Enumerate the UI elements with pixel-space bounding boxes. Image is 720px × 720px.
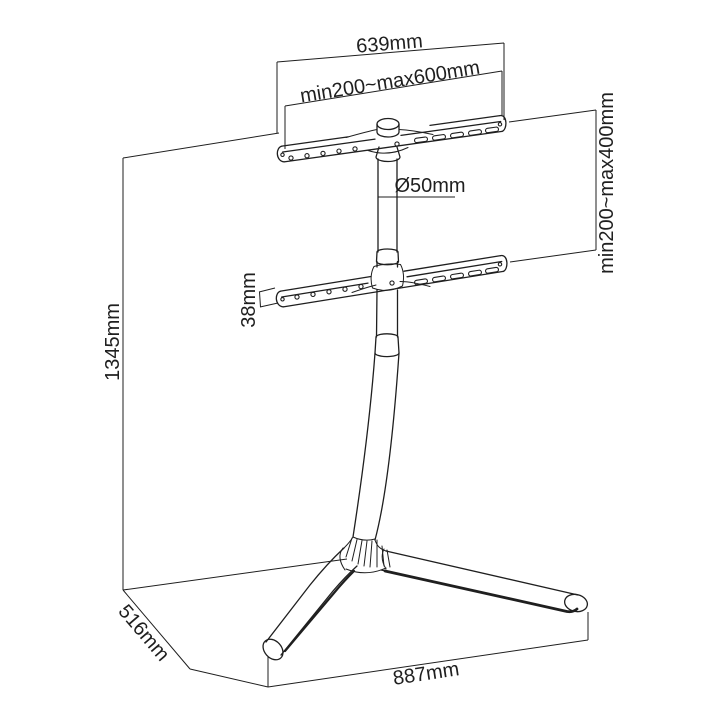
front-left-leg-tip-cap — [262, 638, 284, 661]
top-bracket-hole — [352, 146, 358, 152]
vesa-height-range-label: min200~max400mm — [596, 92, 618, 274]
top-bracket-slot — [484, 126, 500, 134]
dim-bracket-thickness-lines — [258, 287, 279, 308]
top-bracket-end-hole — [280, 152, 285, 158]
right-leg-edges — [380, 550, 579, 613]
right-leg — [380, 550, 589, 614]
pole-sleeve-1 — [375, 248, 400, 266]
dimension-annotations — [122, 42, 597, 688]
bracket-thickness-label: 38mm — [238, 272, 260, 328]
top-bracket-end-caps — [276, 114, 507, 163]
floor-projection-line — [122, 558, 348, 591]
overall-height-label: 1345mm — [102, 303, 124, 381]
dim-vesa-width-lines — [284, 70, 503, 149]
under-bracket-collar — [375, 146, 401, 163]
lower-bracket-end-hole — [497, 262, 503, 267]
top-bracket-hole — [320, 150, 326, 157]
front-left-leg — [262, 547, 358, 661]
top-bracket-mount-leaf-curves — [345, 129, 434, 154]
dim-vesa-height-lines — [508, 109, 597, 263]
vesa-width-range-label: min200~max600mm — [299, 57, 482, 108]
lower-bracket-slot — [485, 266, 499, 274]
junction-bottom-arc — [345, 567, 387, 574]
junction-right-leg-seam — [381, 548, 387, 570]
top-bracket-end-hole — [497, 122, 503, 127]
top-bracket-divider-edge — [282, 120, 502, 153]
lower-bracket-mount-leaf-curves — [351, 281, 431, 293]
junction-gusset-ribs — [345, 537, 391, 568]
base-depth-label: 516mm — [114, 601, 174, 666]
lower-vesa-bracket — [275, 254, 508, 308]
front-left-leg-edges — [265, 547, 358, 656]
lower-bracket-hole — [358, 283, 364, 290]
top-bracket-hole — [394, 141, 400, 147]
front-left-leg-shadow-edge — [283, 569, 356, 653]
dim-overall-height-lines — [122, 132, 280, 590]
top-bracket-slot — [413, 136, 429, 144]
pole-diameter-label: Ø50mm — [394, 175, 465, 197]
lower-bracket-top-edge — [280, 254, 502, 292]
pole-top-knob — [375, 117, 401, 163]
base-width-label: 887mm — [392, 658, 461, 690]
lower-bracket-hole — [389, 280, 395, 286]
lower-bracket-slot — [468, 269, 482, 277]
top-bracket-slot — [467, 129, 483, 136]
pole-mid-edges — [375, 289, 399, 338]
lower-bracket-hole — [326, 289, 332, 295]
pole-lower-section — [352, 289, 400, 541]
top-bracket-top-edge — [281, 114, 501, 147]
top-bracket-slot — [449, 131, 465, 139]
pole-sleeve-2 — [374, 333, 400, 358]
top-bracket-hole — [288, 155, 294, 161]
lower-bracket-hole — [310, 291, 316, 298]
knob-sides — [376, 123, 400, 138]
top-bracket-hole — [304, 153, 310, 159]
tv-stand-drawing — [262, 114, 589, 661]
dim-overall-width-lines — [276, 42, 505, 133]
top-vesa-bracket — [276, 114, 507, 163]
junction-pole-seam — [352, 536, 376, 541]
dim-base-depth-lines — [122, 589, 269, 688]
pole-upper-section — [375, 158, 400, 268]
dimension-labels: 639mm min200~max600mm Ø50mm min200~max40… — [102, 30, 618, 690]
pole-curved-lower-edges — [352, 352, 400, 541]
lower-bracket-hole — [294, 294, 300, 300]
lower-bracket-hole — [342, 286, 348, 292]
top-bracket-hole — [336, 148, 342, 154]
pole-upper-edges — [377, 158, 398, 253]
lower-bracket-slot — [432, 275, 446, 283]
top-bracket-slot — [431, 134, 447, 141]
lower-bracket-mount-plate — [370, 263, 405, 291]
dim-base-width-lines — [267, 612, 589, 688]
top-bracket-bottom-edge — [283, 130, 503, 163]
leg-junction — [339, 536, 391, 574]
lower-bracket-slot — [450, 272, 464, 280]
knob-cap — [376, 117, 400, 131]
lower-bracket-end-hole — [280, 297, 285, 302]
right-leg-shadow-edge — [383, 569, 579, 614]
lower-bracket-end-caps — [275, 254, 508, 308]
overall-width-label: 639mm — [355, 30, 423, 58]
lower-bracket-divider-edge — [281, 260, 503, 298]
